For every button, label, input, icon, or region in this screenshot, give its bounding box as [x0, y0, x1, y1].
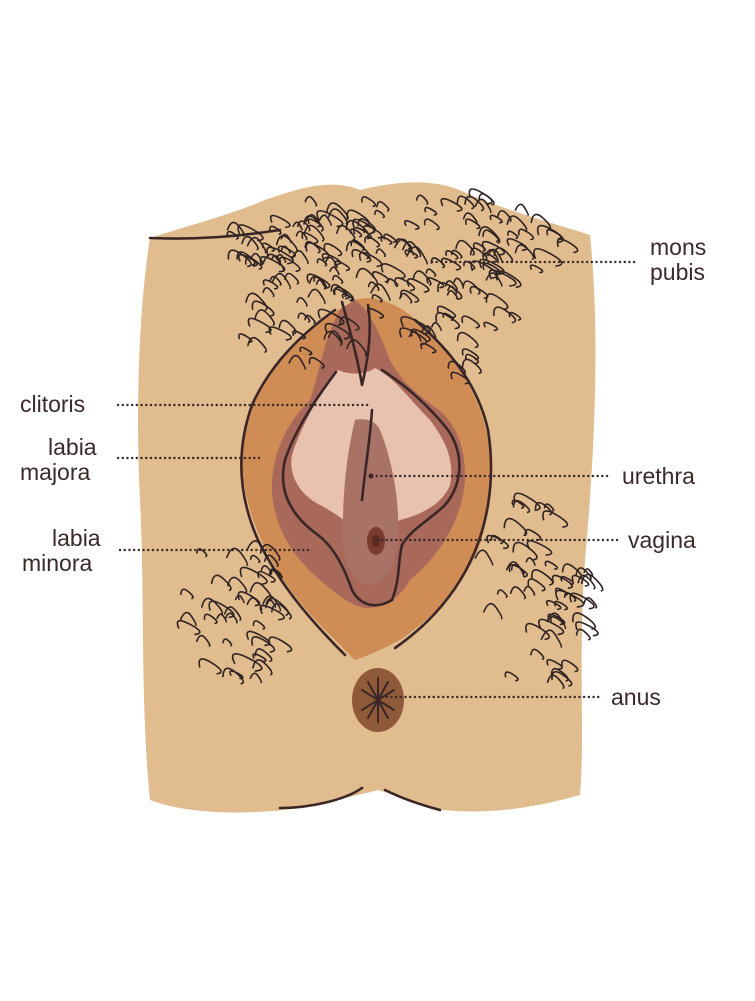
label-labia-majora-line1: labia — [48, 434, 97, 460]
label-labia-minora-line1: labia — [52, 525, 101, 551]
label-anus: anus — [611, 684, 661, 710]
vagina-opening-inner — [372, 535, 380, 547]
label-mons-pubis-line1: mons — [650, 234, 706, 260]
label-labia-majora-line2: majora — [20, 459, 91, 485]
label-urethra: urethra — [622, 463, 695, 489]
label-mons-pubis-line2: pubis — [650, 259, 705, 285]
label-clitoris: clitoris — [20, 391, 85, 417]
label-labia-minora-line2: minora — [22, 550, 93, 576]
label-vagina: vagina — [628, 527, 696, 553]
